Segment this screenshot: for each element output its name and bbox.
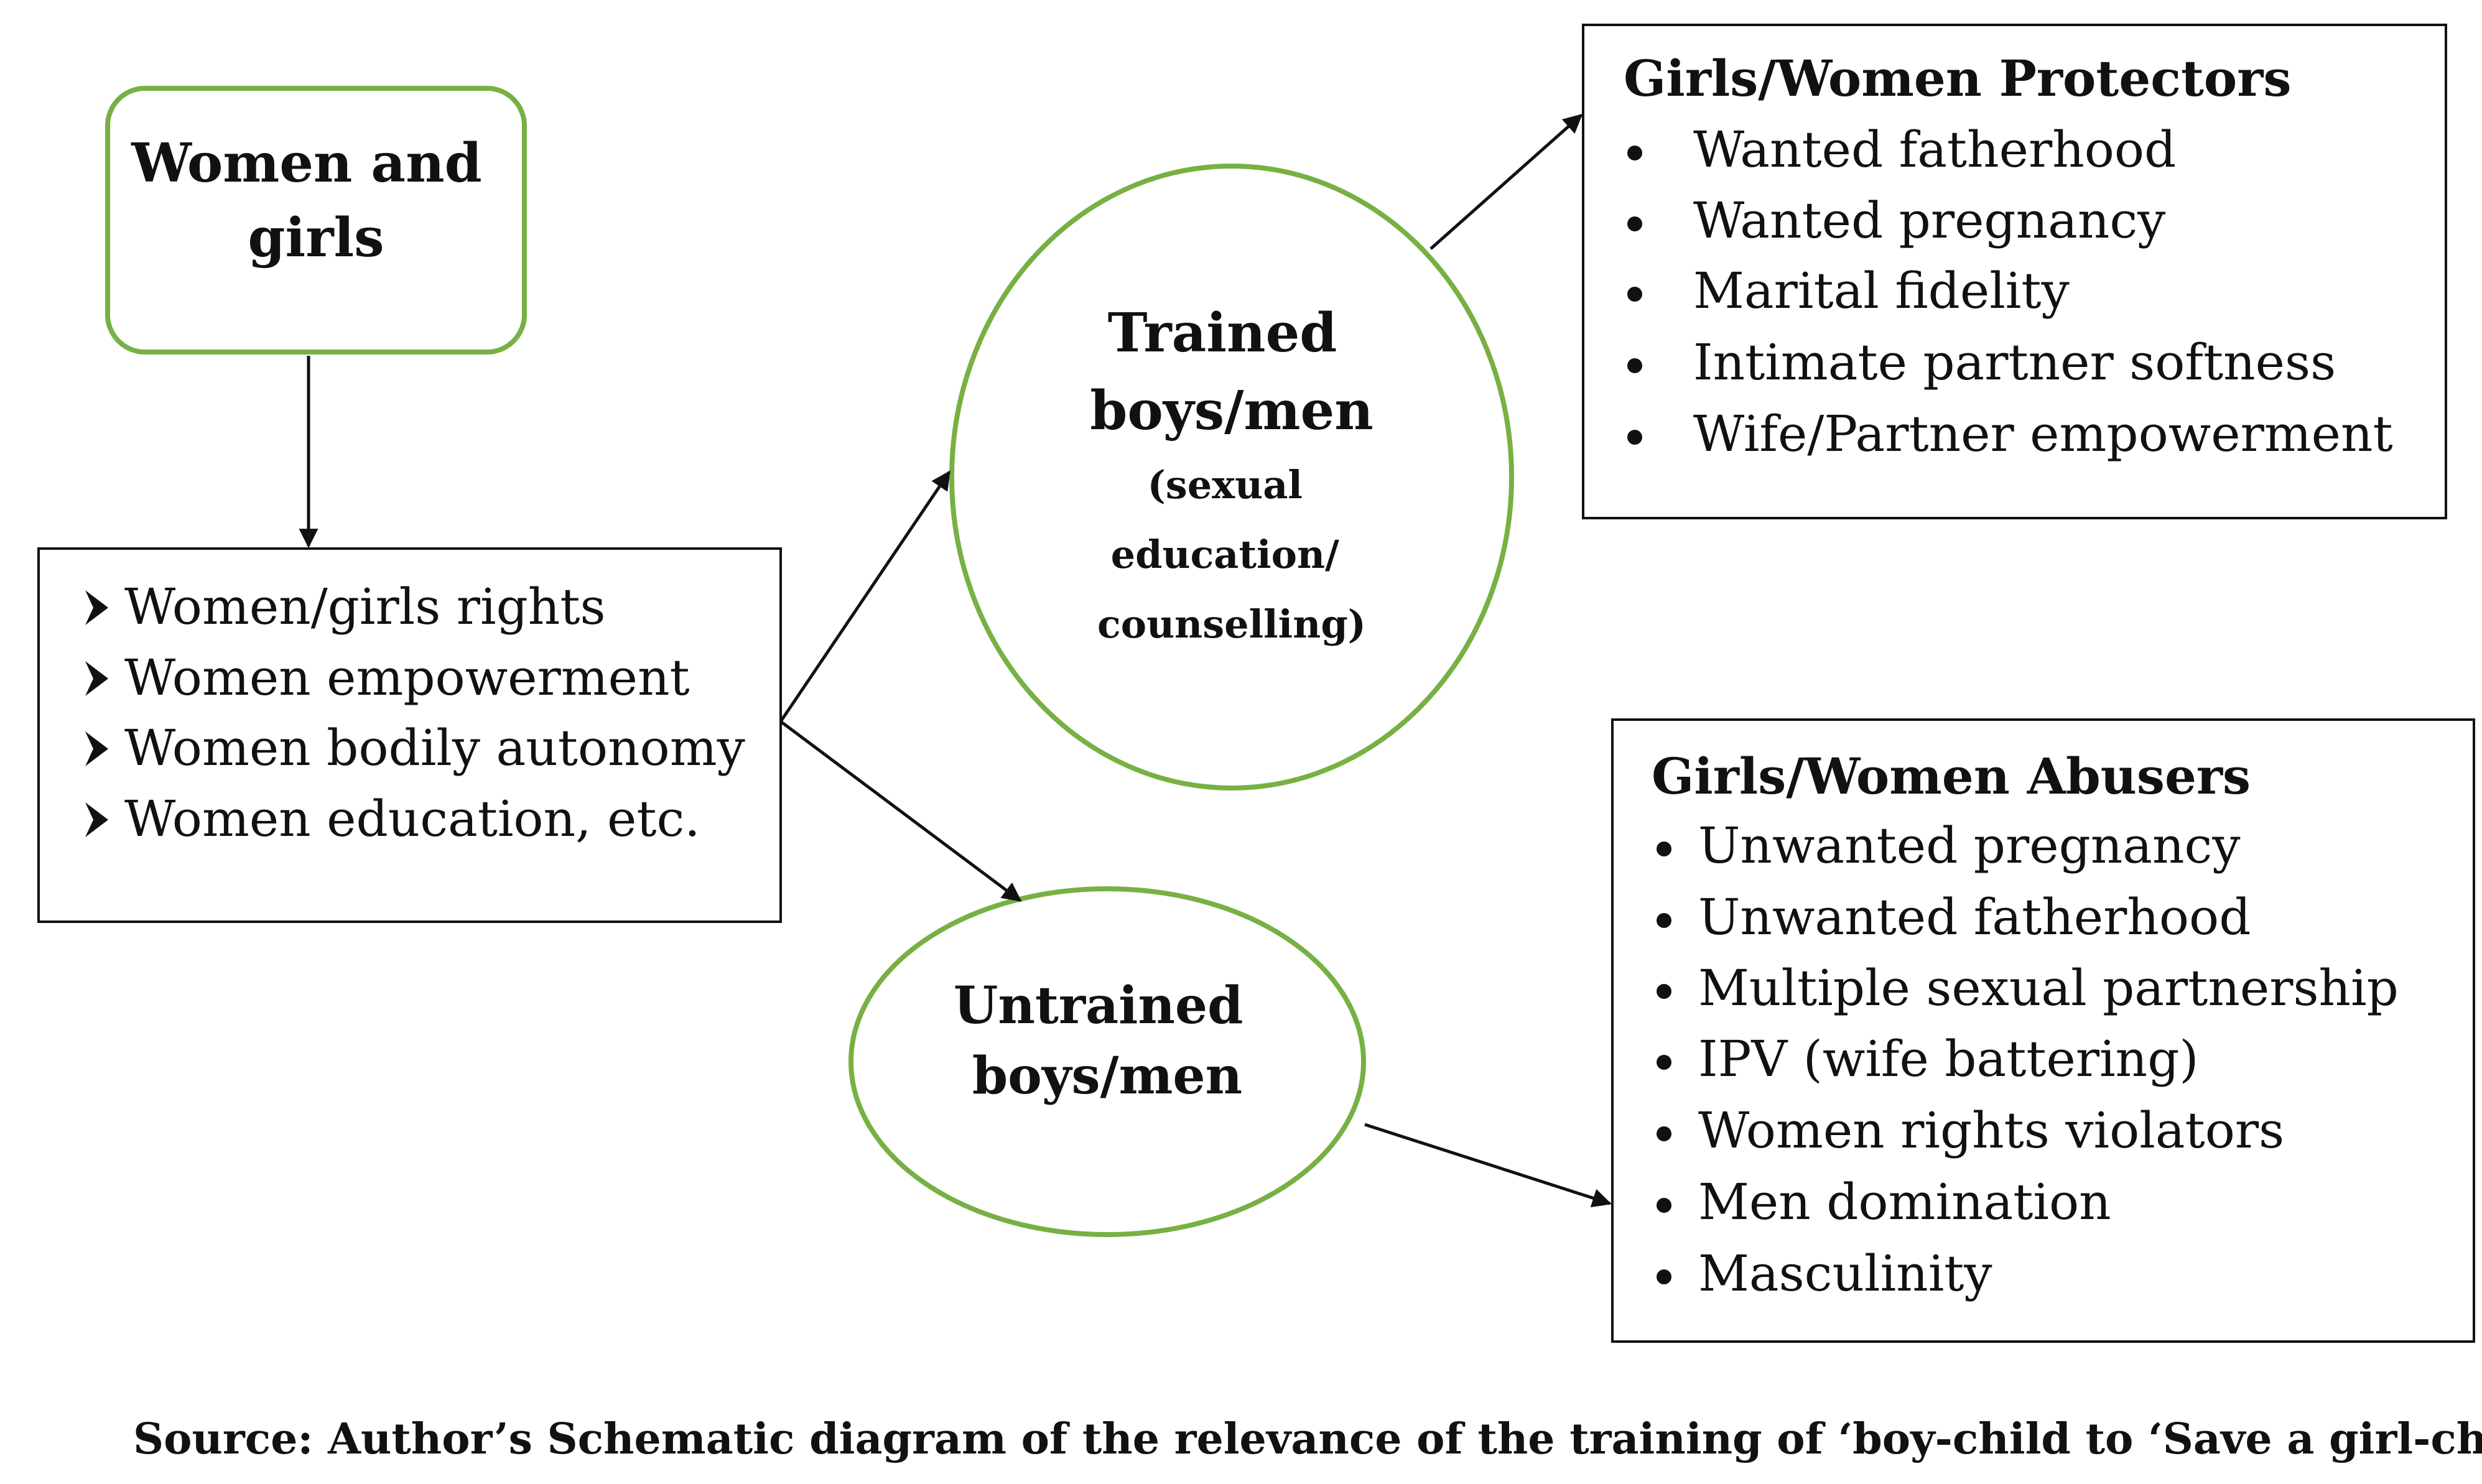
bullet-dot-icon xyxy=(1627,358,1642,373)
arrowhead-bullet-icon xyxy=(85,661,108,696)
protectors-title: Girls/Women Protectors xyxy=(1624,49,2291,108)
arrow-rights-to-trained xyxy=(779,470,951,723)
bullet-dot-icon xyxy=(1657,1055,1671,1070)
abusers-title: Girls/Women Abusers xyxy=(1652,747,2251,805)
women-and-girls-line-1: Women and xyxy=(131,132,482,195)
connectors xyxy=(299,113,1612,1208)
arrow-untrained-to-abusers xyxy=(1364,1123,1612,1208)
trained-node: Trained boys/men (sexual education/ coun… xyxy=(949,164,1514,791)
abusers-item-label: Men domination xyxy=(1698,1173,2111,1231)
rights-item-label: Women empowerment xyxy=(124,649,690,707)
rights-item: Women empowerment xyxy=(85,649,690,707)
bullet-dot-icon xyxy=(1657,984,1671,999)
abusers-item: Masculinity xyxy=(1657,1245,1992,1302)
bullet-dot-icon xyxy=(1627,287,1642,302)
rights-item: Women/girls rights xyxy=(85,578,606,636)
protectors-item: Wanted pregnancy xyxy=(1627,192,2165,249)
protectors-item-label: Marital fidelity xyxy=(1693,262,2070,320)
trained-subtitle-line-3: counselling) xyxy=(1097,601,1366,647)
bullet-dot-icon xyxy=(1657,842,1671,856)
abusers-item-label: Unwanted pregnancy xyxy=(1698,817,2241,874)
rights-item: Women bodily autonomy xyxy=(85,719,745,777)
abusers-item: IPV (wife battering) xyxy=(1657,1030,2199,1088)
abusers-item: Unwanted fatherhood xyxy=(1657,888,2251,946)
rights-item: Women education, etc. xyxy=(85,790,700,848)
abusers-box xyxy=(1611,718,2475,1343)
abusers-item-label: Multiple sexual partnership xyxy=(1698,959,2399,1017)
arrow-rights-to-untrained xyxy=(779,720,1022,902)
arrowhead-bullet-icon xyxy=(85,731,108,766)
women-and-girls-node: Women and girls xyxy=(105,86,527,355)
abusers-item: Multiple sexual partnership xyxy=(1657,959,2399,1017)
arrowhead-bullet-icon xyxy=(85,590,108,625)
trained-title-line-1: Trained xyxy=(1108,302,1337,364)
protectors-item-label: Wife/Partner empowerment xyxy=(1693,405,2393,463)
trained-subtitle-line-1: (sexual xyxy=(1147,462,1302,508)
bullet-dot-icon xyxy=(1657,1198,1671,1213)
protectors-item-label: Wanted fatherhood xyxy=(1693,121,2176,179)
arrowhead-bullet-icon xyxy=(85,802,108,837)
protectors-item: Marital fidelity xyxy=(1627,262,2070,320)
rights-item-label: Women bodily autonomy xyxy=(124,719,745,777)
abusers-item: Men domination xyxy=(1657,1173,2111,1231)
protectors-item: Intimate partner softness xyxy=(1627,333,2336,391)
abusers-item-label: Women rights violators xyxy=(1698,1101,2284,1159)
abusers-item-label: Masculinity xyxy=(1698,1245,1992,1302)
untrained-ellipse xyxy=(848,886,1366,1237)
women-and-girls-box xyxy=(105,86,527,355)
trained-subtitle-line-2: education/ xyxy=(1111,532,1339,577)
untrained-title: Untrained boys/men xyxy=(954,976,1261,1106)
arrow-trained-to-protectors xyxy=(1429,113,1583,250)
abusers-item: Women rights violators xyxy=(1657,1101,2284,1159)
protectors-item: Wife/Partner empowerment xyxy=(1627,405,2393,463)
rights-box xyxy=(37,547,782,923)
protectors-item-label: Intimate partner softness xyxy=(1693,333,2336,391)
protectors-item: Wanted fatherhood xyxy=(1627,121,2176,179)
bullet-dot-icon xyxy=(1627,216,1642,231)
women-and-girls-label: Women and girls xyxy=(131,132,500,269)
untrained-title-line-2: boys/men xyxy=(972,1046,1242,1106)
trained-ellipse xyxy=(949,164,1514,791)
untrained-node: Untrained boys/men xyxy=(848,886,1366,1237)
trained-title-line-2: boys/men xyxy=(1090,379,1373,442)
protectors-node: Girls/Women Protectors Wanted fatherhood… xyxy=(1582,24,2447,519)
rights-item-label: Women education, etc. xyxy=(124,790,700,848)
bullet-dot-icon xyxy=(1657,1269,1671,1284)
protectors-box xyxy=(1582,24,2447,519)
abusers-item-label: IPV (wife battering) xyxy=(1698,1030,2199,1088)
protectors-item-label: Wanted pregnancy xyxy=(1693,192,2165,249)
bullet-dot-icon xyxy=(1657,1126,1671,1141)
rights-node: Women/girls rights Women empowerment Wom… xyxy=(37,547,782,923)
untrained-title-line-1: Untrained xyxy=(954,976,1243,1036)
bullet-dot-icon xyxy=(1657,913,1671,928)
trained-subtitle: (sexual education/ counselling) xyxy=(1097,462,1366,647)
source-caption: Source: Author’s Schematic diagram of th… xyxy=(133,1414,2482,1464)
rights-item-label: Women/girls rights xyxy=(124,578,606,636)
trained-title: Trained boys/men xyxy=(1090,302,1373,442)
bullet-dot-icon xyxy=(1627,430,1642,445)
abusers-item-label: Unwanted fatherhood xyxy=(1698,888,2251,946)
abusers-item: Unwanted pregnancy xyxy=(1657,817,2241,874)
abusers-node: Girls/Women Abusers Unwanted pregnancy U… xyxy=(1611,718,2475,1343)
women-and-girls-line-2: girls xyxy=(248,206,384,269)
bullet-dot-icon xyxy=(1627,146,1642,160)
